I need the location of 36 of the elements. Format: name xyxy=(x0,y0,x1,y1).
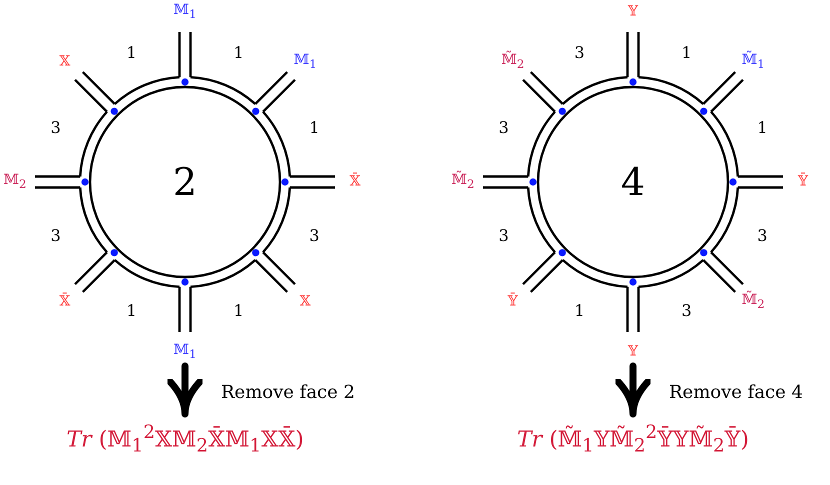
index-label: 3 xyxy=(574,44,585,62)
leg-label: 𝕐 xyxy=(628,4,638,20)
index-label: 1 xyxy=(233,44,244,62)
trace-formula: Tr (𝕄̃$_{1}$𝕐𝕄̃$_{2}$$^{2}$𝕐̄𝕐𝕄̃$_{2}$𝕐̄) xyxy=(515,422,751,458)
leg-label: 𝕏 xyxy=(300,294,311,310)
leg-label: 𝕐̄ xyxy=(798,174,808,190)
index-label: 1 xyxy=(309,120,320,138)
index-label: 3 xyxy=(498,226,509,244)
index-label: 3 xyxy=(309,226,320,244)
leg-label: 𝕏̄ xyxy=(59,294,70,310)
index-label: 3 xyxy=(50,120,61,138)
leg-label: 𝕏̄ xyxy=(350,174,360,190)
leg-label: 𝕐̄ xyxy=(508,294,518,310)
index-label: 1 xyxy=(126,44,137,62)
index-label: 1 xyxy=(757,120,768,138)
leg-label: 𝕄̃$_{2}$ xyxy=(742,293,765,312)
leg-label: 𝕄̃$_{2}$ xyxy=(501,52,524,71)
index-label: 3 xyxy=(50,226,61,244)
index-label: 1 xyxy=(574,302,585,320)
index-label: 3 xyxy=(498,120,509,138)
index-label: 3 xyxy=(757,226,768,244)
leg-label: 𝕄$_{1}$ xyxy=(294,52,317,71)
trace-formula: Tr (𝕄$_{1}$$^{2}$𝕏𝕄$_{2}$𝕏̄𝕄$_{1}$𝕏𝕏̄) xyxy=(64,422,306,458)
leg-label: 𝕄$_{2}$ xyxy=(4,173,26,191)
leg-label: 𝕄$_{1}$ xyxy=(174,343,196,361)
face-number: 4 xyxy=(620,163,646,201)
leg-label: 𝕐 xyxy=(628,344,638,360)
index-label: 1 xyxy=(233,302,244,320)
leg-label: 𝕏 xyxy=(59,54,70,70)
index-label: 1 xyxy=(126,302,137,320)
leg-label: 𝕄̃$_{2}$ xyxy=(452,173,474,191)
face-number: 2 xyxy=(172,163,198,201)
leg-label: 𝕄̃$_{1}$ xyxy=(742,52,765,71)
index-label: 3 xyxy=(681,302,692,320)
index-label: 1 xyxy=(681,44,692,62)
leg-label: 𝕄$_{1}$ xyxy=(174,3,196,21)
